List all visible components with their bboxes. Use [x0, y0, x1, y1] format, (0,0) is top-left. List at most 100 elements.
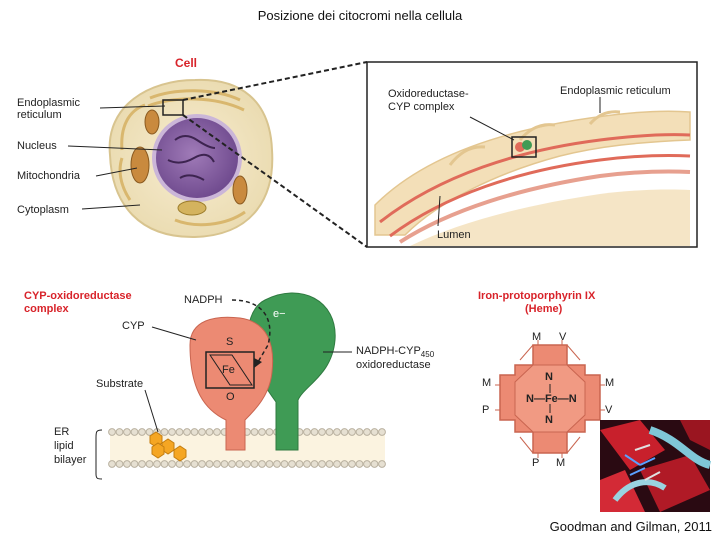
- complex-heading-line1: CYP-oxidoreductase: [24, 290, 132, 302]
- complex-heading-line2: complex: [24, 303, 69, 315]
- label-electron: e−: [273, 308, 286, 320]
- lipid-head: [190, 428, 199, 436]
- heme-bottom-m: M: [556, 457, 566, 469]
- label-cytoplasm: Cytoplasm: [17, 204, 69, 216]
- lipid-head: [378, 428, 386, 436]
- lipid-head: [115, 460, 124, 468]
- heme-left-p: P: [482, 404, 490, 416]
- lipid-head: [363, 428, 371, 436]
- label-cyp: CYP: [122, 320, 145, 332]
- heme-heading-line2: (Heme): [525, 303, 563, 315]
- label-nadph: NADPH: [184, 294, 223, 306]
- lipid-head: [250, 460, 259, 468]
- lipid-head: [243, 460, 251, 468]
- label-o: O: [226, 391, 235, 403]
- lipid-head: [355, 460, 364, 468]
- lipid-head: [213, 428, 221, 436]
- lipid-head: [295, 460, 304, 468]
- heme-n-bottom: N: [545, 414, 553, 426]
- lipid-head: [123, 460, 131, 468]
- label-mitochondria: Mitochondria: [17, 170, 80, 182]
- lipid-head: [123, 428, 131, 436]
- page-title: Posizione dei citocromi nella cellula: [257, 8, 463, 23]
- lipid-head: [370, 460, 379, 468]
- lipid-head: [310, 428, 319, 436]
- label-lumen: Lumen: [437, 229, 471, 241]
- lipid-head: [318, 460, 326, 468]
- heme-top-v: V: [559, 331, 567, 343]
- cyp-shape: [189, 316, 274, 451]
- lipid-head: [363, 460, 371, 468]
- heme-right-m: M: [605, 377, 615, 389]
- lipid-head: [318, 428, 326, 436]
- label-substrate: Substrate: [96, 378, 144, 390]
- lipid-head: [108, 460, 116, 468]
- lipid-head: [160, 428, 169, 436]
- cyp-complex-illustration: [95, 292, 386, 480]
- heme-right-v: V: [605, 404, 613, 416]
- lipid-head: [288, 460, 296, 468]
- lipid-head: [160, 460, 169, 468]
- lipid-head: [228, 460, 236, 468]
- lipid-head: [348, 428, 356, 436]
- lipid-head: [138, 460, 146, 468]
- heme-3d-model-image: [600, 420, 712, 512]
- lipid-head: [325, 428, 334, 436]
- lipid-head: [198, 428, 206, 436]
- lipid-head: [220, 460, 229, 468]
- cell-illustration: [67, 61, 368, 248]
- lipid-head: [333, 460, 341, 468]
- lipid-head: [258, 428, 266, 436]
- lipid-head: [303, 428, 311, 436]
- label-bilayer: bilayer: [54, 454, 87, 466]
- lipid-head: [280, 460, 289, 468]
- lipid-head: [273, 460, 281, 468]
- lipid-head: [378, 460, 386, 468]
- lipid-head: [138, 428, 146, 436]
- lipid-head: [310, 460, 319, 468]
- lipid-head: [175, 460, 184, 468]
- lipid-head: [325, 460, 334, 468]
- label-s: S: [226, 336, 234, 348]
- heme-heading-line1: Iron-protoporphyrin IX: [478, 290, 596, 302]
- label-complex-line1: Oxidoreductase-: [388, 88, 469, 100]
- lipid-head: [213, 460, 221, 468]
- heme-bottom-p: P: [532, 457, 540, 469]
- heme-structure: [495, 340, 605, 458]
- lipid-head: [153, 460, 161, 468]
- label-nucleus: Nucleus: [17, 140, 57, 152]
- lipid-head: [348, 460, 356, 468]
- lipid-head: [205, 428, 214, 436]
- lipid-head: [265, 428, 274, 436]
- lipid-head: [303, 460, 311, 468]
- complex-marker-box: [511, 136, 537, 158]
- lipid-head: [250, 428, 259, 436]
- nucleus-shape: [152, 114, 242, 202]
- lipid-head: [355, 428, 364, 436]
- substrate-molecule: [149, 431, 187, 462]
- lipid-head: [145, 428, 154, 436]
- lipid-head: [130, 460, 139, 468]
- lipid-head: [130, 428, 139, 436]
- heme-site-box: [205, 351, 255, 389]
- lipid-head: [115, 428, 124, 436]
- lipid-head: [175, 428, 184, 436]
- er-zoom-panel: [366, 61, 698, 248]
- lipid-head: [370, 428, 379, 436]
- lipid-head: [340, 460, 349, 468]
- credit-text: Goodman and Gilman, 2011: [549, 519, 712, 534]
- lipid-head: [340, 428, 349, 436]
- lipid-head: [333, 428, 341, 436]
- mitochondrion: [130, 146, 150, 184]
- heme-left-m: M: [482, 377, 492, 389]
- label-er: ER: [54, 426, 70, 438]
- label-endoplasmic-reticulum: Endoplasmic reticulum: [17, 97, 80, 121]
- lipid-head: [198, 460, 206, 468]
- lipid-head: [190, 460, 199, 468]
- lipid-head: [265, 460, 274, 468]
- lipid-head: [145, 460, 154, 468]
- lipid-head: [183, 428, 191, 436]
- heme-top-m: M: [532, 331, 542, 343]
- label-lipid: lipid: [54, 440, 74, 452]
- heme-center: N—Fe—N: [526, 393, 577, 405]
